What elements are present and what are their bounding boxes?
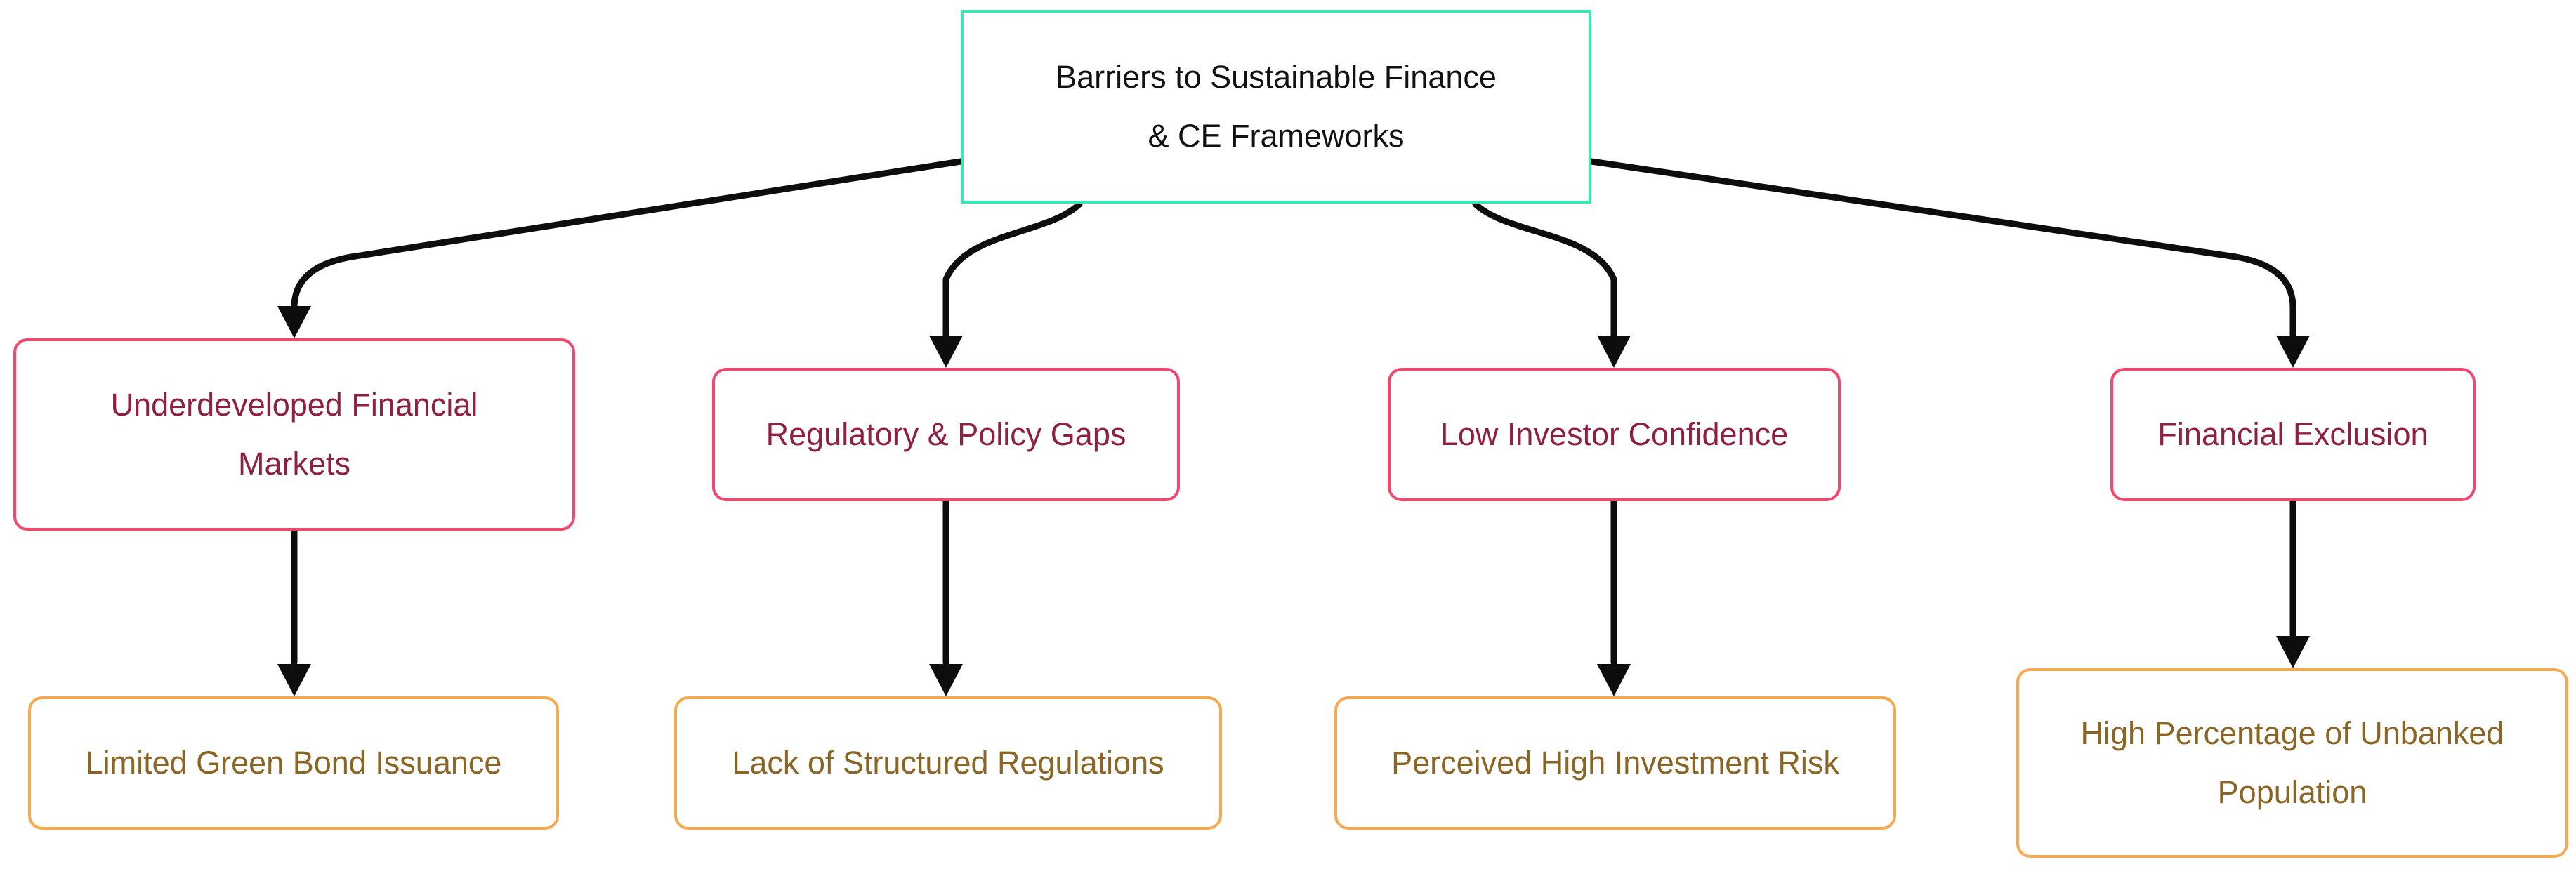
node-root: Barriers to Sustainable Finance & CE Fra… <box>961 10 1591 204</box>
edge-barrier-2-to-consequence-2 <box>929 498 963 696</box>
node-barrier-low-investor-confidence: Low Investor Confidence <box>1388 368 1841 501</box>
edge-root-to-barrier-3 <box>1472 201 1631 368</box>
edge-barrier-3-to-consequence-3 <box>1597 498 1631 696</box>
edge-root-to-barrier-4 <box>1588 158 2310 368</box>
arrowhead-icon <box>277 306 311 338</box>
node-root-label-line: & CE Frameworks <box>1148 118 1405 154</box>
node-barrier-financial-exclusion: Financial Exclusion <box>2110 368 2476 501</box>
node-label-line: Lack of Structured Regulations <box>732 745 1164 781</box>
node-barrier-regulatory-policy-gaps: Regulatory & Policy Gaps <box>712 368 1180 501</box>
node-label-line: Limited Green Bond Issuance <box>85 745 502 781</box>
edge-root-to-barrier-2 <box>929 201 1083 368</box>
edge-barrier-1-to-consequence-1 <box>277 527 311 696</box>
node-consequence-limited-green-bond-issuance: Limited Green Bond Issuance <box>28 696 559 830</box>
arrowhead-icon <box>2276 336 2310 368</box>
node-label-line: Financial Exclusion <box>2157 416 2429 452</box>
node-label-line: Underdeveloped Financial <box>110 387 478 423</box>
node-label-line: Regulatory & Policy Gaps <box>765 416 1126 452</box>
node-consequence-perceived-high-investment-risk: Perceived High Investment Risk <box>1334 696 1896 830</box>
node-label-line: High Percentage of Unbanked <box>2080 715 2504 751</box>
edge-root-to-barrier-1 <box>277 158 964 338</box>
edge-barrier-4-to-consequence-4 <box>2276 498 2310 668</box>
arrowhead-icon <box>1597 664 1631 696</box>
arrowhead-icon <box>277 664 311 696</box>
arrowhead-icon <box>929 664 963 696</box>
node-label-line: Population <box>2217 774 2367 810</box>
node-label-line: Low Investor Confidence <box>1440 416 1789 452</box>
node-barrier-underdeveloped-financial-markets: Underdeveloped Financial Markets <box>13 338 575 531</box>
arrowhead-icon <box>1597 336 1631 368</box>
node-root-label-line: Barriers to Sustainable Finance <box>1056 59 1497 95</box>
node-label-line: Markets <box>237 446 351 482</box>
node-consequence-high-percentage-of-unbanked-population: High Percentage of Unbanked Population <box>2016 668 2568 858</box>
node-consequence-lack-of-structured-regulations: Lack of Structured Regulations <box>674 696 1222 830</box>
arrowhead-icon <box>929 336 963 368</box>
arrowhead-icon <box>2276 636 2310 668</box>
node-label-line: Perceived High Investment Risk <box>1391 745 1839 781</box>
